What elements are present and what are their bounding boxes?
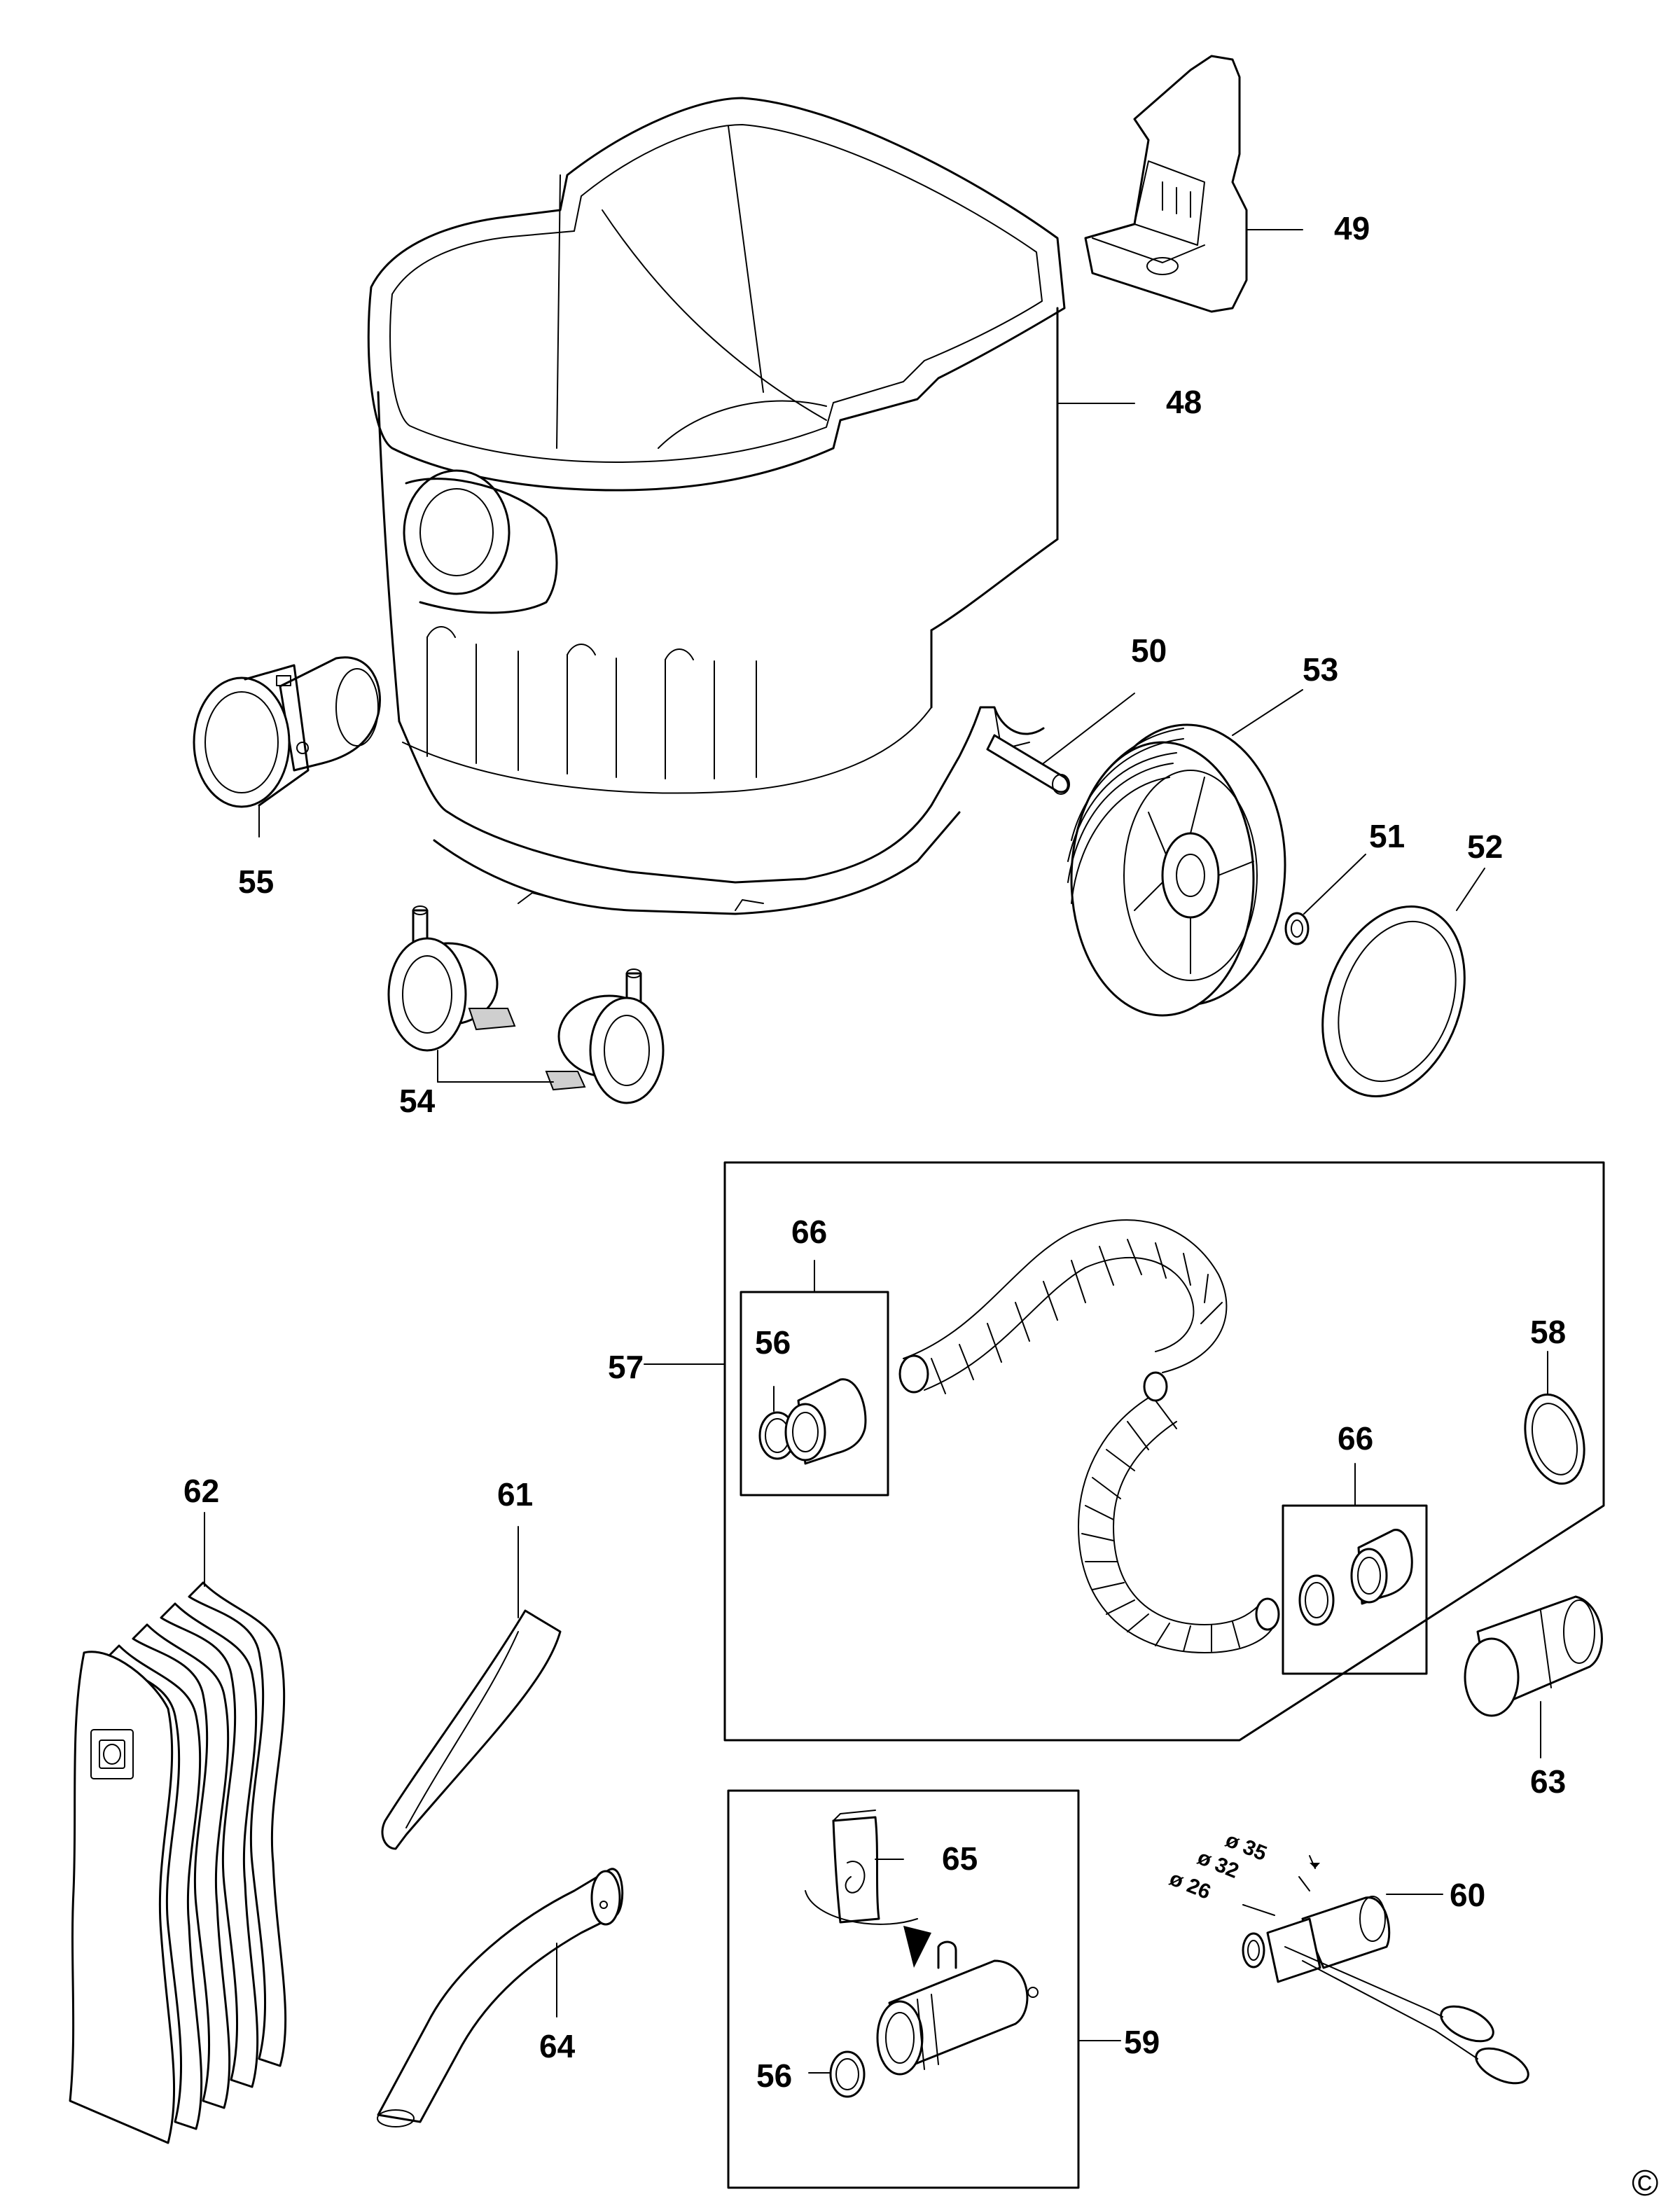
part-52-hubcap	[1321, 868, 1485, 1098]
label-53: 53	[1303, 651, 1338, 688]
label-57: 57	[608, 1349, 644, 1385]
dimension-labels: ø 35 ø 32 ø 26	[1166, 1828, 1270, 1904]
dimension-26: ø 26	[1166, 1867, 1214, 1904]
label-48: 48	[1166, 384, 1202, 420]
label-66-left: 66	[791, 1214, 827, 1250]
part-57-hose-kit	[644, 1161, 1605, 1742]
label-50: 50	[1131, 632, 1167, 669]
label-49: 49	[1334, 210, 1370, 247]
part-50-axle	[986, 693, 1135, 795]
copyright-mark: ©	[1632, 2163, 1658, 2204]
label-65: 65	[942, 1840, 978, 1877]
part-55-connector	[193, 656, 381, 838]
part-62-filter-bags	[69, 1512, 287, 2144]
part-59-adapter-kit	[727, 1789, 1121, 2189]
label-56-upper: 56	[755, 1324, 791, 1361]
label-64: 64	[539, 2028, 576, 2064]
part-64-curved-tube	[377, 1868, 624, 2127]
callout-labels: 49 48 50 53 51 52 55 54 66 56 57 58 66 6…	[183, 210, 1566, 2094]
part-48-tank	[367, 97, 1135, 915]
part-53-wheel	[1067, 689, 1303, 1017]
label-52: 52	[1467, 828, 1503, 865]
label-56-lower: 56	[756, 2057, 792, 2094]
part-60-reducer	[1242, 1855, 1529, 2085]
label-63: 63	[1530, 1763, 1566, 1800]
label-61: 61	[497, 1476, 533, 1513]
label-60: 60	[1450, 1877, 1485, 1913]
part-61-crevice-nozzle	[381, 1526, 562, 1850]
label-66-right: 66	[1338, 1420, 1373, 1457]
label-55: 55	[238, 863, 274, 900]
part-49-bracket	[1084, 55, 1303, 313]
label-58: 58	[1530, 1314, 1566, 1350]
part-51-clip	[1284, 854, 1366, 945]
part-63-adapter	[1464, 1595, 1603, 1758]
label-54: 54	[399, 1083, 436, 1119]
part-54-casters	[387, 905, 665, 1104]
label-51: 51	[1369, 818, 1405, 854]
label-62: 62	[183, 1473, 219, 1509]
part-58-ring	[1524, 1351, 1585, 1485]
label-59: 59	[1124, 2024, 1160, 2060]
